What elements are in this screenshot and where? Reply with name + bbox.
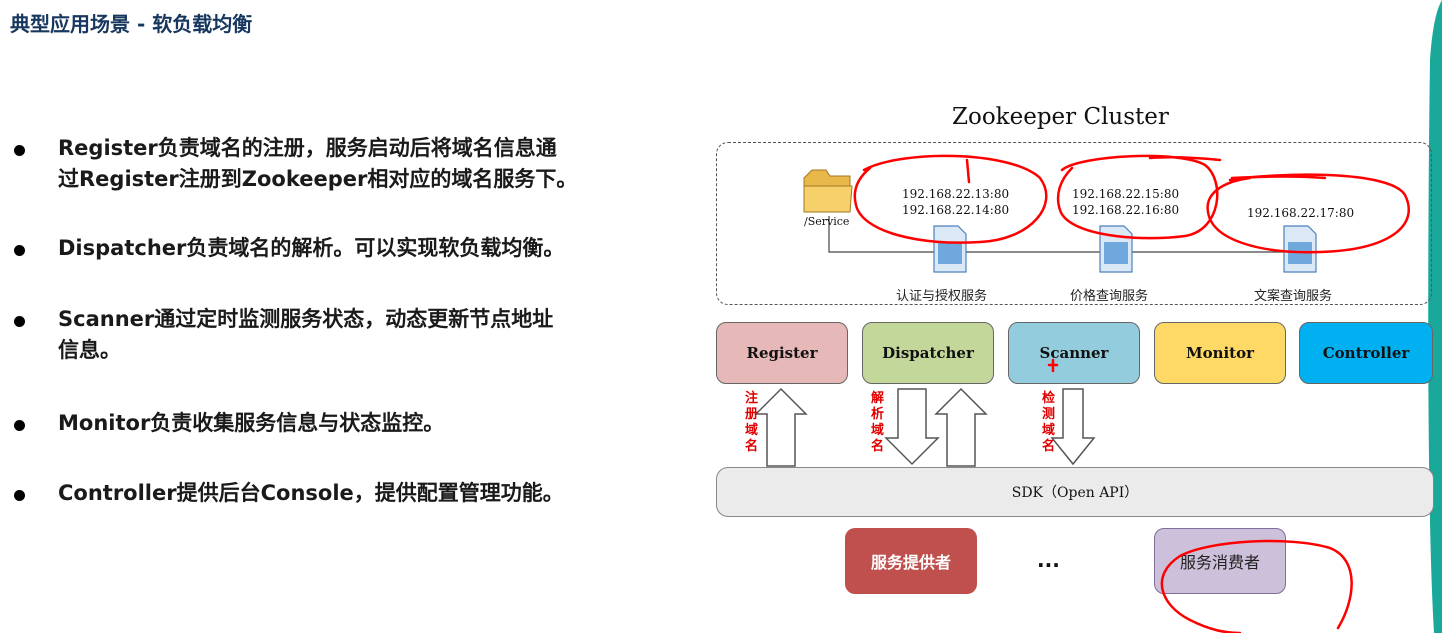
register-component: Register	[716, 322, 848, 384]
bullet-dot	[14, 145, 25, 156]
annotation-circle	[853, 154, 1048, 244]
bullet-dot	[14, 420, 25, 431]
service-name: 价格查询服务	[1070, 289, 1149, 304]
bullet-monitor: Monitor负责收集服务信息与状态监控。	[14, 408, 704, 439]
ip-label: 192.168.22.14:80	[902, 203, 1010, 217]
monitor-component: Monitor	[1154, 322, 1286, 384]
register-up-arrow	[754, 387, 808, 467]
bullet-text: Scanner通过定时监测服务状态，动态更新节点地址	[58, 307, 554, 331]
ellipsis: ...	[1037, 548, 1060, 572]
tree-connector	[828, 216, 1290, 253]
slide-title: 典型应用场景 - 软负载均衡	[10, 12, 253, 36]
bullet-dispatcher: Dispatcher负责域名的解析。可以实现软负载均衡。	[14, 233, 704, 264]
bullet-scanner: Scanner通过定时监测服务状态，动态更新节点地址 信息。	[14, 304, 704, 366]
bullet-controller: Controller提供后台Console，提供配置管理功能。	[14, 478, 704, 509]
service-name: 认证与授权服务	[896, 289, 988, 304]
annotation-circle	[1056, 154, 1219, 240]
annotation-stroke	[1230, 175, 1327, 180]
dispatcher-component: Dispatcher	[862, 322, 994, 384]
ip-label: 192.168.22.13:80	[902, 187, 1010, 201]
annotation-stroke	[965, 158, 971, 184]
bullet-text-cont: 过Register注册到Zookeeper相对应的域名服务下。	[58, 167, 578, 191]
service-consumer-box: 服务消费者	[1154, 528, 1286, 594]
folder-label: /Service	[804, 215, 850, 228]
folder-icon	[803, 169, 853, 213]
dispatch-arrow-label: 解析域名	[871, 391, 885, 454]
ip-label: 192.168.22.17:80	[1247, 206, 1355, 220]
annotation-circle	[1206, 173, 1411, 254]
bullet-dot	[14, 245, 25, 256]
service-name: 文案查询服务	[1254, 289, 1333, 304]
sdk-bar: SDK（Open API）	[716, 467, 1434, 517]
service-provider-box: 服务提供者	[845, 528, 977, 594]
bullet-text: Monitor负责收集服务信息与状态监控。	[58, 411, 445, 435]
bullet-text: Controller提供后台Console，提供配置管理功能。	[58, 481, 564, 505]
bullet-text-cont: 信息。	[58, 338, 121, 362]
annotation-stroke	[1047, 358, 1059, 373]
scanner-down-arrow	[1050, 388, 1096, 466]
annotation-circle	[1160, 539, 1353, 633]
bullet-text: Dispatcher负责域名的解析。可以实现软负载均衡。	[58, 236, 565, 260]
controller-component: Controller	[1299, 322, 1433, 384]
bullet-text: Register负责域名的注册，服务启动后将域名信息通	[58, 136, 557, 160]
register-arrow-label: 注册域名	[745, 391, 759, 454]
bullet-register: Register负责域名的注册，服务启动后将域名信息通 过Register注册到…	[14, 133, 704, 195]
bullet-dot	[14, 316, 25, 327]
annotation-stroke	[1148, 155, 1222, 162]
bullet-dot	[14, 490, 25, 501]
zookeeper-cluster-box	[716, 142, 1432, 305]
dispatcher-up-arrow	[934, 387, 988, 467]
ip-label: 192.168.22.15:80	[1072, 187, 1180, 201]
scan-arrow-label: 检测域名	[1042, 391, 1056, 454]
dispatcher-down-arrow	[884, 388, 940, 466]
scanner-component: Scanner	[1008, 322, 1140, 384]
ip-label: 192.168.22.16:80	[1072, 203, 1180, 217]
cluster-title: Zookeeper Cluster	[952, 104, 1169, 130]
document-icon	[933, 225, 967, 273]
